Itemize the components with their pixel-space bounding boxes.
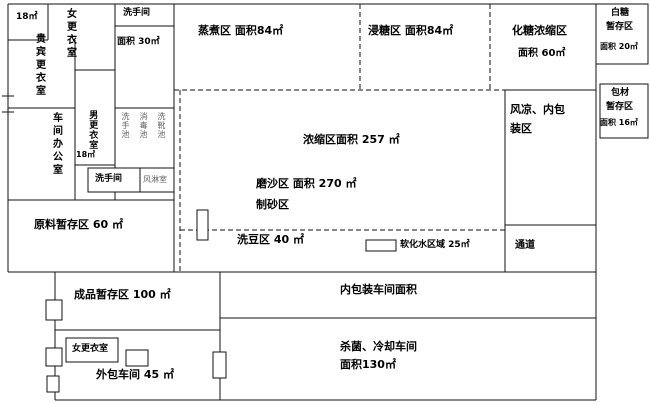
room-label-workshop-office: 车间办公室: [50, 112, 62, 177]
zone-label-steaming: 蒸煮区 面积84㎡: [198, 24, 284, 37]
label-wash-basin: 洗手池: [121, 112, 130, 139]
zone-label-finished-storage: 成品暂存区 100 ㎡: [74, 288, 171, 301]
zone-label-sugar-concentrate-area: 面积 60㎡: [518, 48, 566, 59]
zone-label-sugar-concentrate: 化糖浓缩区: [512, 24, 567, 37]
room-label-washroom-lower: 洗手间: [95, 174, 123, 184]
label-disinfect-pool: 消毒池: [139, 112, 148, 139]
zone-label-sterilize-cooling-line1: 杀菌、冷却车间: [340, 340, 417, 353]
label-boot-wash-pool: 洗靴池: [157, 112, 166, 139]
zone-label-sand-making: 制砂区: [256, 198, 289, 211]
zone-label-sugar-soaking: 浸糖区 面积84㎡: [368, 24, 454, 37]
zone-label-bean-washing: 洗豆区 40 ㎡: [237, 233, 304, 246]
annex-label-pack-material-line3: 面积 16㎡: [600, 118, 638, 127]
room-label-women-changing-top: 女更衣室: [64, 8, 76, 60]
zone-label-inner-pack-workshop: 内包装车间面积: [340, 283, 417, 296]
room-label-men-changing: 男更衣室: [87, 110, 98, 150]
room-label-vip-changing: 贵宾更衣室: [33, 33, 45, 98]
annex-label-white-sugar-line3: 面积 20㎡: [600, 42, 638, 51]
zone-label-concentration: 浓缩区面积 257 ㎡: [303, 133, 400, 146]
zone-label-cooling-pack-line2: 装区: [510, 122, 532, 135]
zone-label-passage: 通道: [515, 240, 535, 251]
annex-label-pack-material-line1: 包材: [611, 88, 630, 98]
room-label-washroom-top: 洗手间: [123, 8, 151, 18]
room-label-women-changing-bottom: 女更衣室: [72, 344, 109, 354]
zone-label-sterilize-cooling-line2: 面积130㎡: [340, 358, 396, 371]
zone-label-grinding: 磨沙区 面积 270 ㎡: [256, 177, 357, 190]
zone-label-raw-material-storage: 原料暂存区 60 ㎡: [34, 218, 123, 231]
room-label-air-shower: 风淋室: [143, 175, 167, 184]
zone-label-outer-pack-workshop: 外包车间 45 ㎡: [96, 368, 174, 381]
room-label-men-changing-area: 18㎡: [76, 150, 96, 159]
annex-label-white-sugar-line2: 暂存区: [606, 22, 634, 32]
annex-label-pack-material-line2: 暂存区: [606, 102, 634, 112]
room-label-washroom-top-area: 面积 30㎡: [117, 37, 160, 47]
annex-label-white-sugar-line1: 白糖: [611, 8, 630, 18]
zone-label-cooling-pack-line1: 风凉、内包: [510, 103, 565, 116]
room-label-18sqm: 18㎡: [16, 12, 38, 22]
zone-label-softened-water: 软化水区域 25㎡: [400, 240, 470, 250]
